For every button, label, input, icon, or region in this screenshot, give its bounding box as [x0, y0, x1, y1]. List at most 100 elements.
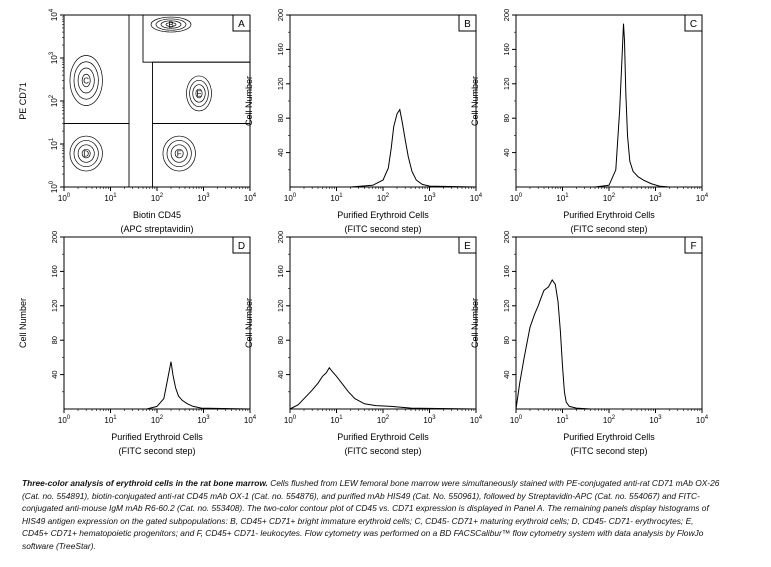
contour-ring	[189, 79, 209, 107]
y-tick-label: 120	[502, 300, 511, 313]
histogram-line	[515, 279, 702, 410]
x-tick-label: 100	[510, 415, 523, 425]
histogram-line	[516, 23, 702, 188]
x-tick-label: 103	[649, 193, 662, 203]
y-tick-label: 80	[502, 336, 511, 344]
contour-ring	[150, 16, 192, 33]
panel-letter-box	[458, 14, 477, 32]
y-tick-label: 100	[49, 180, 59, 193]
contour-ring	[69, 135, 103, 172]
x-tick-label: 101	[556, 193, 569, 203]
y-axis-label: Cell Number	[244, 76, 254, 126]
y-axis-label: Cell Number	[470, 76, 480, 126]
population-label-C: C	[83, 76, 89, 85]
x-tick-label: 104	[244, 415, 257, 425]
gate-D	[63, 123, 130, 188]
panel-letter: D	[238, 241, 245, 252]
x-tick-label: 104	[696, 193, 709, 203]
x-tick-label: 104	[696, 415, 709, 425]
y-tick-label: 200	[50, 231, 59, 244]
contour-ring	[195, 88, 203, 99]
y-tick-label: 160	[276, 265, 285, 278]
y-tick-label: 40	[50, 370, 59, 378]
y-tick-label: 160	[502, 43, 511, 56]
x-tick-label: 100	[58, 193, 71, 203]
panel-frame	[289, 14, 477, 188]
x-tick-label: 103	[423, 193, 436, 203]
x-axis-label: Purified Erythroid Cells	[337, 210, 429, 220]
x-tick-label: 101	[330, 415, 343, 425]
y-tick-label: 200	[276, 9, 285, 22]
contour-ring	[170, 144, 188, 163]
contour-ring	[81, 148, 91, 159]
figure-caption: Three-color analysis of erythroid cells …	[22, 477, 722, 553]
y-tick-label: 120	[276, 300, 285, 313]
x-tick-label: 101	[330, 193, 343, 203]
y-tick-label: 40	[502, 370, 511, 378]
y-tick-label: 160	[276, 43, 285, 56]
y-tick-label: 104	[49, 8, 59, 21]
contour-ring	[155, 18, 187, 31]
contour-ring	[165, 22, 177, 27]
contour-ring	[166, 140, 192, 168]
y-tick-label: 120	[276, 78, 285, 91]
x-tick-label: 101	[556, 415, 569, 425]
x-tick-label: 103	[197, 415, 210, 425]
x-tick-label: 104	[244, 193, 257, 203]
panel-letter: A	[238, 19, 245, 30]
y-tick-label: 101	[49, 137, 59, 150]
contour-ring	[162, 135, 196, 172]
contour-ring	[77, 67, 95, 94]
y-tick-label: 120	[50, 300, 59, 313]
x-tick-label: 103	[197, 193, 210, 203]
x-tick-label: 104	[470, 415, 483, 425]
gate-F	[152, 123, 251, 188]
x-tick-label: 102	[377, 193, 390, 203]
panel-letter-box	[684, 14, 703, 32]
y-tick-label: 200	[502, 231, 511, 244]
x-tick-label: 102	[151, 193, 164, 203]
gate-C	[63, 14, 130, 124]
caption-title: Three-color analysis of erythroid cells …	[22, 478, 268, 488]
y-axis-label: Cell Number	[18, 298, 28, 348]
contour-ring	[73, 61, 99, 100]
y-tick-label: 40	[276, 148, 285, 156]
x-axis-label: Purified Erythroid Cells	[111, 432, 203, 442]
x-tick-label: 103	[649, 415, 662, 425]
contour-ring	[77, 144, 95, 163]
panel-letter: E	[464, 241, 471, 252]
histogram-line	[64, 361, 251, 410]
x-axis-label-2: (FITC second step)	[344, 224, 421, 234]
caption-body: Cells flushed from LEW femoral bone marr…	[22, 478, 720, 551]
y-tick-label: 40	[502, 148, 511, 156]
y-tick-label: 80	[502, 114, 511, 122]
x-tick-label: 102	[603, 193, 616, 203]
x-tick-label: 101	[104, 415, 117, 425]
y-tick-label: 80	[276, 114, 285, 122]
contour-ring	[73, 140, 99, 168]
panel-letter: F	[690, 241, 696, 252]
y-tick-label: 103	[49, 51, 59, 64]
population-label-E: E	[196, 89, 201, 98]
population-label-D: D	[83, 150, 89, 159]
x-axis-label: Biotin CD45	[133, 210, 181, 220]
x-tick-label: 100	[510, 193, 523, 203]
contour-ring	[81, 73, 91, 88]
x-tick-label: 100	[284, 415, 297, 425]
x-tick-label: 102	[603, 415, 616, 425]
y-tick-label: 200	[276, 231, 285, 244]
x-tick-label: 102	[377, 415, 390, 425]
panel-letter: C	[690, 19, 697, 30]
y-tick-label: 160	[502, 265, 511, 278]
x-axis-label-2: (APC streptavidin)	[120, 224, 193, 234]
y-tick-label: 120	[502, 78, 511, 91]
histogram-line	[289, 366, 477, 410]
x-axis-label: Purified Erythroid Cells	[563, 432, 655, 442]
